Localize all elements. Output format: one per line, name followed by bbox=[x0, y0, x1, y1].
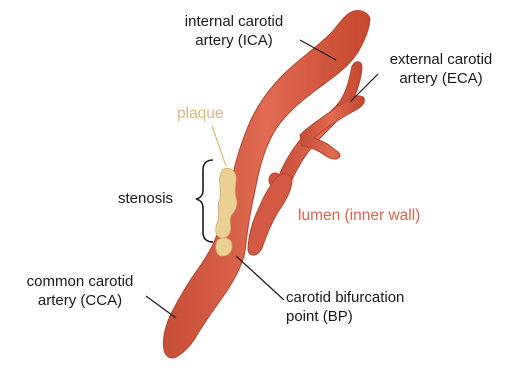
ica-label-line1: internal carotid bbox=[170, 12, 298, 31]
plaque-label: plaque bbox=[177, 104, 224, 123]
eca-label: external carotid artery (ECA) bbox=[378, 50, 504, 88]
bp-label-line1: carotid bifurcation bbox=[286, 288, 404, 307]
bp-leader-line bbox=[236, 256, 284, 300]
plaque-lower-shape bbox=[216, 238, 232, 256]
eca-label-line2: artery (ECA) bbox=[378, 69, 504, 88]
ica-label-line2: artery (ICA) bbox=[170, 31, 298, 50]
eca-label-line1: external carotid bbox=[378, 50, 504, 69]
ica-label: internal carotid artery (ICA) bbox=[170, 12, 298, 50]
plaque-leader-line bbox=[212, 126, 226, 166]
cca-label-line1: common carotid bbox=[8, 272, 152, 291]
bp-label-line2: point (BP) bbox=[286, 307, 404, 326]
stenosis-bracket bbox=[196, 160, 213, 242]
lumen-label: lumen (inner wall) bbox=[298, 206, 420, 225]
cca-label: common carotid artery (CCA) bbox=[8, 272, 152, 310]
bp-label: carotid bifurcation point (BP) bbox=[286, 288, 404, 326]
cca-label-line2: artery (CCA) bbox=[8, 291, 152, 310]
stenosis-label: stenosis bbox=[118, 189, 173, 208]
